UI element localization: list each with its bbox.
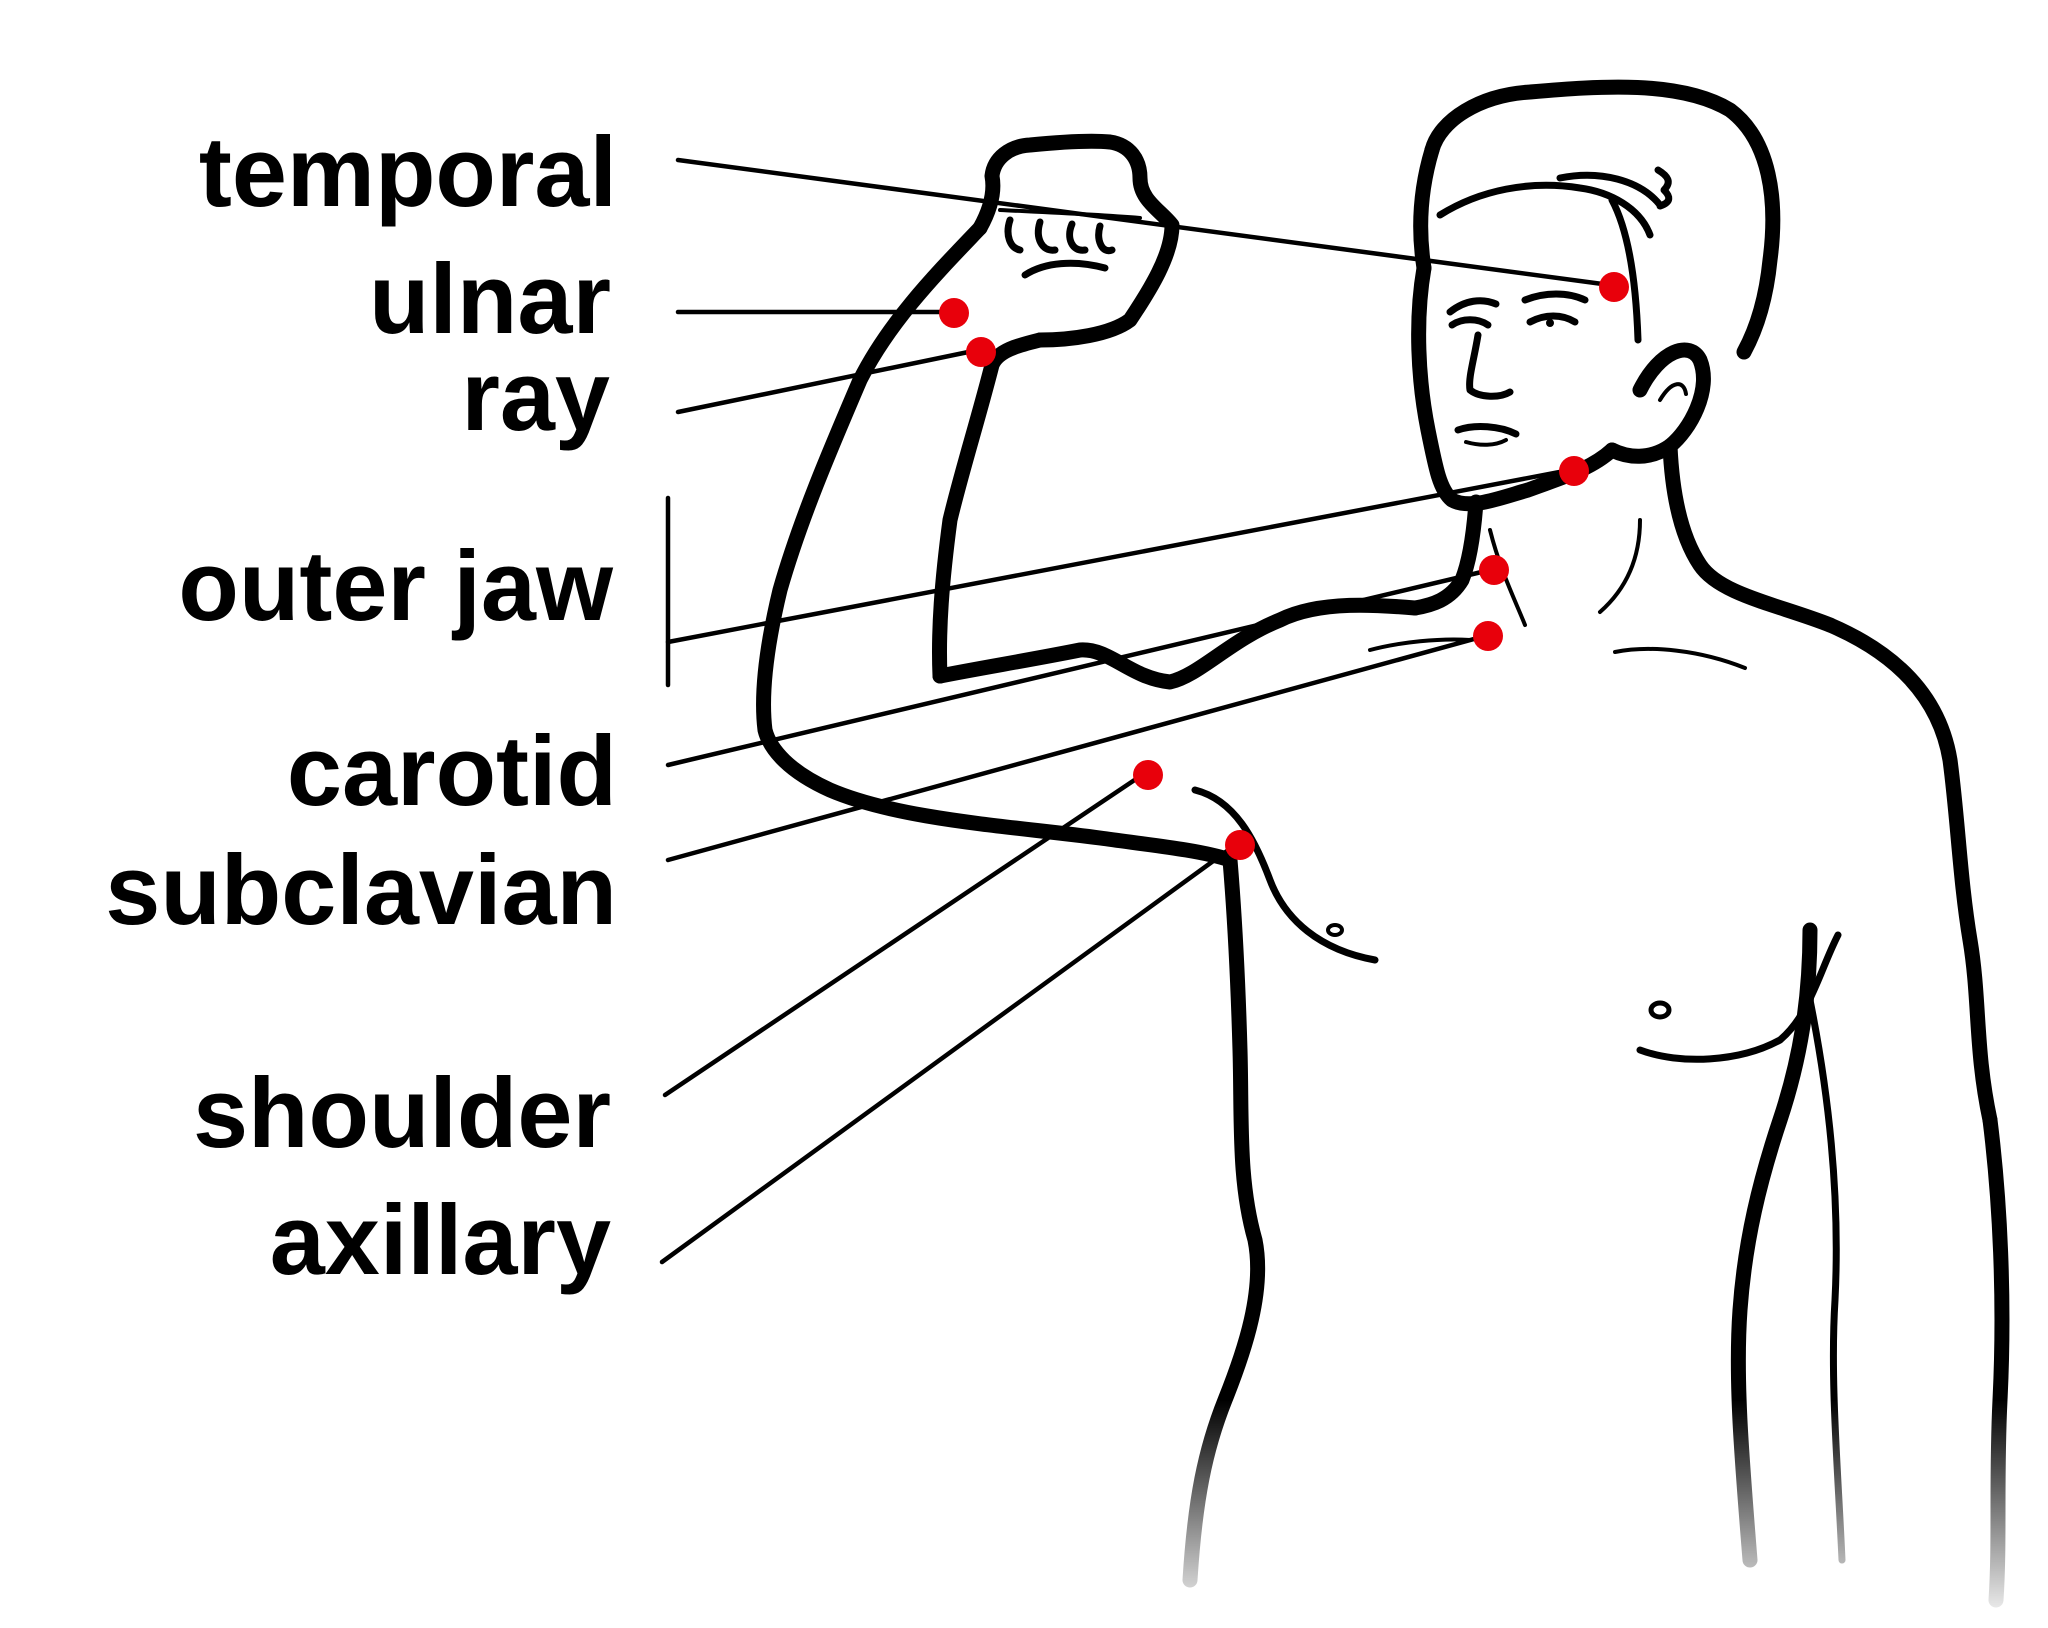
carotid-leader-line — [665, 567, 1493, 768]
finger-line-3 — [1066, 220, 1089, 254]
hair-strand-1 — [1436, 181, 1654, 239]
axillary-pulse-point — [1225, 830, 1255, 860]
temporal-pulse-point — [1599, 272, 1629, 302]
finger-line-1 — [1004, 216, 1024, 254]
right-nipple — [1648, 1000, 1672, 1020]
hair-left-outline — [1413, 142, 1440, 276]
neck-right-outline — [1662, 438, 1838, 633]
left-nipple — [1326, 923, 1344, 937]
label-outer-jaw: outer jaw — [178, 530, 614, 641]
label-axillary: axillary — [270, 1184, 611, 1295]
hair-strand-2 — [1556, 171, 1664, 209]
hair-strand-3 — [1654, 166, 1673, 210]
carotid-pulse-point — [1479, 555, 1509, 585]
hair-outline — [1424, 79, 1781, 360]
hair-sideburn — [1608, 196, 1642, 344]
neck-muscle-1 — [1488, 528, 1527, 627]
right-eyebrow — [1521, 290, 1589, 304]
shoulder-leader-line — [662, 770, 1148, 1098]
upper-arm-outer — [756, 220, 1238, 868]
ulnar-pulse-point — [939, 298, 969, 328]
outer-jaw-pulse-point — [1559, 456, 1589, 486]
finger-line-4 — [1095, 222, 1116, 255]
label-subclavian: subclavian — [105, 834, 617, 945]
label-carotid: carotid — [287, 715, 617, 826]
right-collarbone — [1613, 647, 1747, 670]
face-outline — [1411, 260, 1620, 512]
upper-arm-inner — [931, 332, 1048, 684]
fist-outline — [972, 133, 1180, 348]
ray-leader-line — [675, 347, 981, 415]
finger-line-2 — [1034, 218, 1059, 254]
right-eye — [1526, 312, 1579, 326]
subclavian-pulse-point — [1473, 621, 1503, 651]
thumb-line — [1021, 259, 1109, 279]
label-ulnar: ulnar — [369, 243, 611, 354]
neck-left-outline — [1407, 494, 1484, 616]
mouth — [1454, 423, 1520, 438]
right-shoulder-outline — [1822, 617, 1998, 1128]
label-ray: ray — [461, 340, 610, 451]
temporal-leader-line — [675, 157, 1613, 288]
shoulder-pulse-point — [1133, 760, 1163, 790]
outer-jaw-leader-line — [665, 467, 1573, 645]
mouth-lower — [1464, 438, 1508, 447]
left-eye — [1448, 316, 1492, 329]
labels: temporal ulnar ray outer jaw carotid sub… — [105, 116, 617, 1295]
label-temporal: temporal — [199, 116, 617, 227]
pulse-points — [939, 272, 1629, 860]
left-eyebrow — [1446, 297, 1500, 316]
ear-outline — [1604, 342, 1711, 464]
leader-lines — [659, 157, 1613, 1265]
left-pec — [1191, 786, 1379, 964]
subclavian-leader-line — [665, 633, 1488, 863]
label-shoulder: shoulder — [193, 1057, 611, 1168]
left-collarbone — [1368, 637, 1472, 652]
nose — [1466, 331, 1514, 400]
ray-pulse-point — [966, 337, 996, 367]
human-figure-illustration — [756, 79, 2048, 1628]
axillary-leader-line — [659, 840, 1241, 1265]
bottom-fade-overlay — [1100, 1400, 2048, 1628]
right-eye-pupil — [1546, 319, 1554, 327]
neck-muscle-2 — [1598, 518, 1642, 614]
right-pec — [1636, 931, 1842, 1063]
ear-inner — [1658, 382, 1688, 402]
